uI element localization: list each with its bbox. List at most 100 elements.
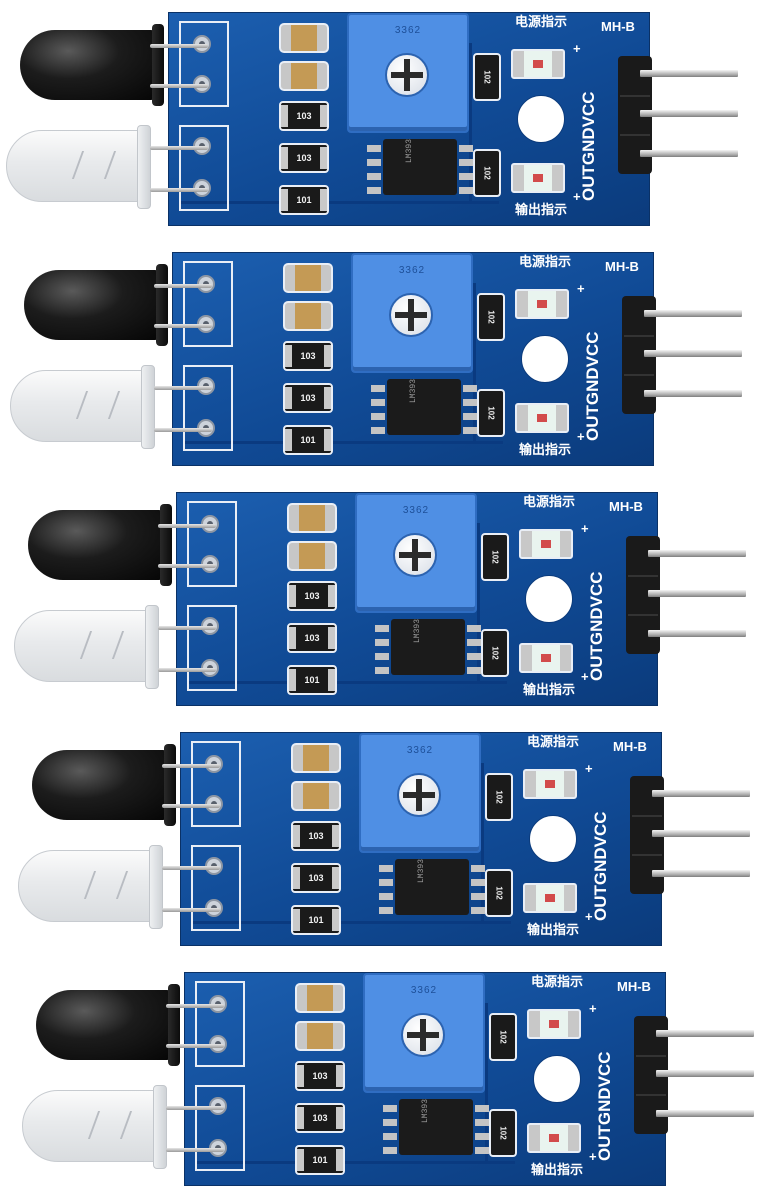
capacitor — [295, 983, 345, 1013]
model-label: MH-B — [613, 739, 647, 754]
ir-receiver — [32, 744, 176, 826]
resistor: 102 — [485, 869, 513, 917]
resistor-code: 102 — [490, 550, 500, 564]
pad-frame — [179, 125, 229, 211]
ic-pin — [375, 639, 389, 646]
pad-frame — [195, 1085, 245, 1171]
plus-mark: + — [573, 189, 581, 204]
resistor: 102 — [477, 293, 505, 341]
capacitor — [279, 23, 329, 53]
pin-labels: OUTGNDVCC — [587, 571, 606, 681]
resistor: 103 — [279, 101, 329, 131]
ic-pin — [475, 1105, 489, 1112]
plus-mark: + — [581, 521, 589, 536]
resistor-code: 102 — [498, 1126, 508, 1140]
led-lead — [162, 804, 220, 808]
ic-pin — [383, 1147, 397, 1154]
ic-pin — [375, 653, 389, 660]
comparator-ic: LM393 — [383, 139, 457, 195]
resistor: 102 — [489, 1109, 517, 1157]
resistor: 102 — [473, 53, 501, 101]
header-pin — [648, 630, 746, 637]
led-lead — [154, 428, 212, 432]
output-indicator-label: 输出指示 — [515, 203, 568, 218]
led-lead — [166, 1004, 224, 1008]
ic-pin — [383, 1133, 397, 1140]
resistor-code: 102 — [486, 406, 496, 420]
ic-pin — [367, 187, 381, 194]
resistor: 102 — [481, 629, 509, 677]
header-pin — [640, 150, 738, 157]
pot-code: 3362 — [410, 985, 438, 996]
header-pin — [652, 830, 750, 837]
comparator-ic: LM393 — [399, 1099, 473, 1155]
capacitor — [287, 541, 337, 571]
led-lead — [154, 324, 212, 328]
led-lead — [166, 1106, 224, 1110]
capacitor — [279, 61, 329, 91]
ic-pin — [475, 1133, 489, 1140]
led-lead — [166, 1044, 224, 1048]
power-led — [523, 769, 577, 799]
ic-pin — [471, 865, 485, 872]
model-label: MH-B — [605, 259, 639, 274]
capacitor — [287, 503, 337, 533]
led-lead — [158, 626, 216, 630]
led-lead — [150, 146, 208, 150]
header-pin — [640, 110, 738, 117]
ir-receiver — [20, 24, 164, 106]
output-led — [527, 1123, 581, 1153]
comparator-ic: LM393 — [391, 619, 465, 675]
ic-pin — [471, 879, 485, 886]
led-lead — [158, 564, 216, 568]
ic-pin — [459, 187, 473, 194]
plus-mark: + — [585, 909, 593, 924]
resistor: 103 — [283, 341, 333, 371]
pcb-trace — [481, 763, 484, 923]
ic-pin — [371, 399, 385, 406]
header-pin — [648, 590, 746, 597]
pad-frame — [187, 605, 237, 691]
ic-label: LM393 — [417, 858, 426, 883]
led-lead — [166, 1148, 224, 1152]
power-indicator-label: 电源指示 — [519, 255, 572, 270]
potentiometer: 3362 — [355, 493, 477, 613]
header-pin — [644, 350, 742, 357]
output-led — [511, 163, 565, 193]
power-indicator-label: 电源指示 — [527, 735, 580, 750]
pcb-trace — [179, 201, 499, 204]
ir-emitter — [6, 125, 151, 209]
ir-receiver — [24, 264, 168, 346]
power-indicator-label: 电源指示 — [523, 495, 576, 510]
comparator-ic: LM393 — [395, 859, 469, 915]
adjust-knob — [393, 533, 437, 577]
ic-pin — [379, 907, 393, 914]
pin-labels: OUTGNDVCC — [595, 1051, 614, 1161]
ir-emitter — [14, 605, 159, 689]
ic-pin — [467, 639, 481, 646]
led-lead — [158, 668, 216, 672]
resistor: 102 — [489, 1013, 517, 1061]
led-lead — [150, 84, 208, 88]
mounting-hole — [525, 575, 573, 623]
resistor: 101 — [295, 1145, 345, 1175]
resistor-code: 102 — [482, 166, 492, 180]
header-pin — [652, 790, 750, 797]
resistor-code: 102 — [494, 886, 504, 900]
ic-pin — [463, 385, 477, 392]
output-led — [515, 403, 569, 433]
resistor: 102 — [473, 149, 501, 197]
led-lead — [150, 44, 208, 48]
ic-pin — [471, 907, 485, 914]
ic-pin — [467, 625, 481, 632]
pad-frame — [179, 21, 229, 107]
pcb-trace — [183, 441, 503, 444]
capacitor — [283, 263, 333, 293]
output-indicator-label: 输出指示 — [531, 1163, 584, 1178]
ic-pin — [375, 667, 389, 674]
capacitor — [291, 781, 341, 811]
model-label: MH-B — [601, 19, 635, 34]
header-pin — [644, 390, 742, 397]
